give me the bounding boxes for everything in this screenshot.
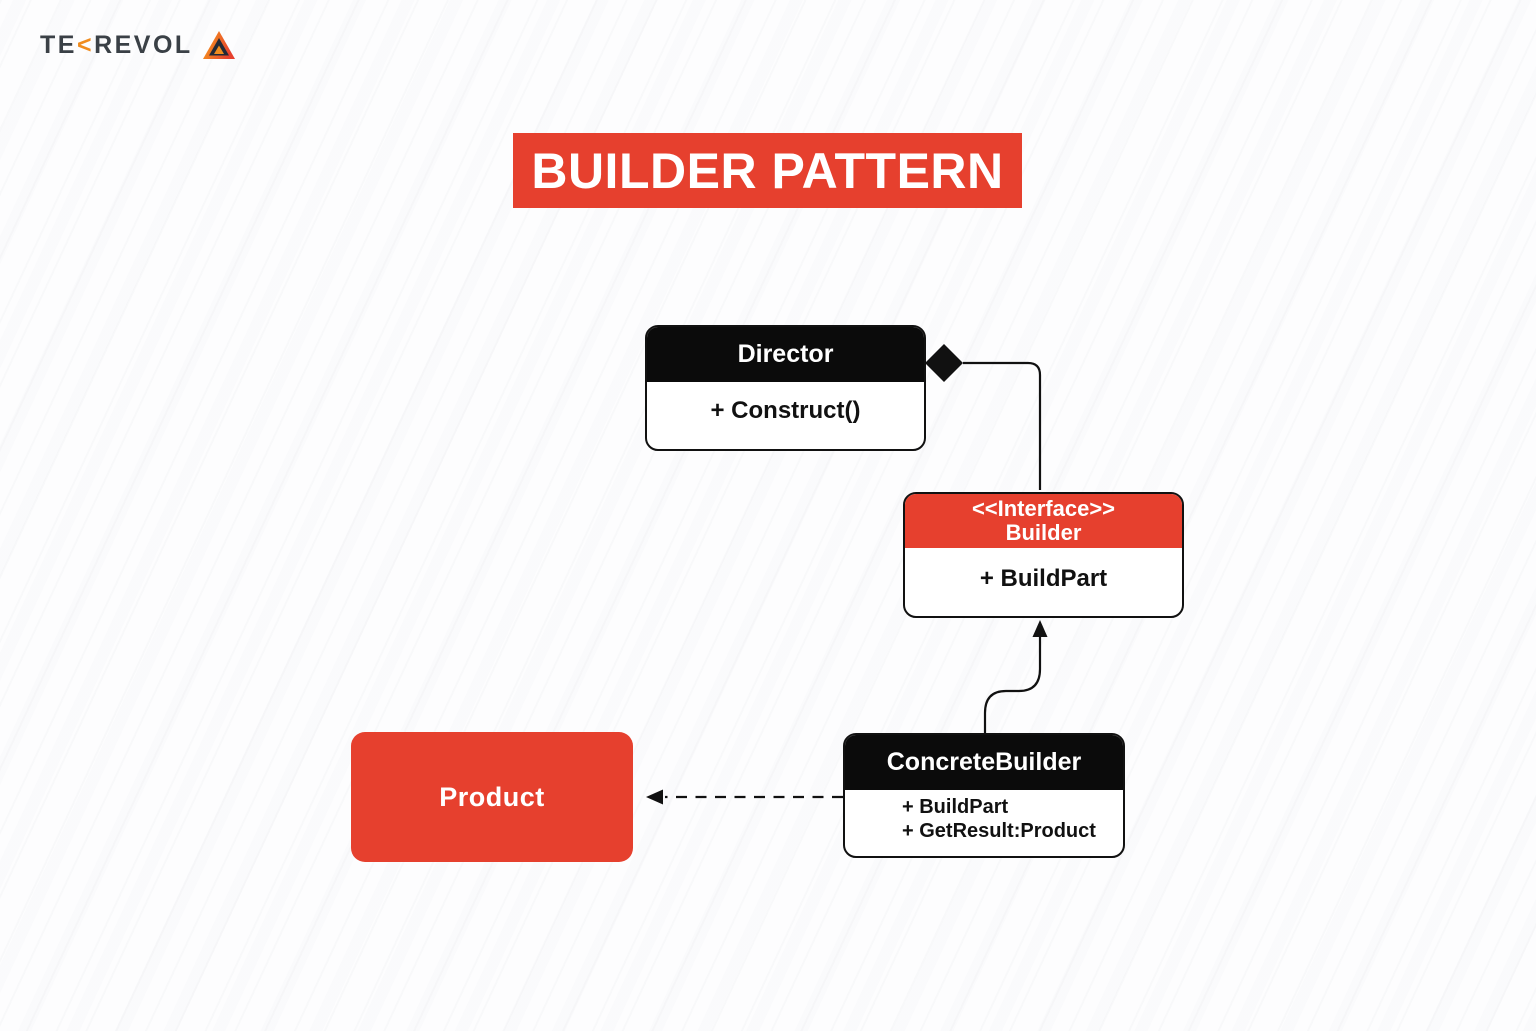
title-banner: BUILDER PATTERN: [513, 133, 1022, 208]
class-node-director: Director + Construct(): [645, 325, 926, 451]
tekrevol-logo: TE<REVOL: [40, 30, 236, 61]
class-node-concrete-builder: ConcreteBuilder + BuildPart + GetResult:…: [843, 733, 1125, 858]
builder-header: <<Interface>> Builder: [905, 494, 1182, 548]
product-label: Product: [439, 781, 545, 812]
director-header: Director: [647, 327, 924, 382]
concrete-builder-title: ConcreteBuilder: [886, 748, 1082, 776]
logo-text-te: TE: [40, 31, 77, 59]
aggregation-connector: [963, 361, 1042, 490]
builder-name: Builder: [1005, 520, 1082, 545]
director-body: + Construct(): [647, 382, 924, 449]
logo-text-revol: REVOL: [94, 31, 193, 59]
page-title: BUILDER PATTERN: [531, 142, 1004, 199]
aggregation-diamond-icon: [925, 344, 963, 382]
concrete-builder-header: ConcreteBuilder: [845, 735, 1123, 790]
concrete-builder-member-buildpart: + BuildPart: [902, 796, 1009, 819]
tekrevol-triangle-icon: [202, 31, 235, 59]
realization-arrowhead-icon: [1032, 620, 1048, 637]
product-node: Product: [351, 732, 633, 862]
concrete-builder-body: + BuildPart + GetResult:Product: [845, 790, 1123, 856]
builder-body: + BuildPart: [905, 548, 1182, 616]
class-node-builder: <<Interface>> Builder + BuildPart: [903, 492, 1184, 618]
director-title: Director: [737, 340, 834, 368]
director-member: + Construct(): [710, 396, 861, 424]
logo-wordmark: TE<REVOL: [40, 31, 193, 60]
logo-k-chevron: <: [76, 31, 95, 59]
concrete-builder-member-getresult: + GetResult:Product: [902, 820, 1096, 842]
builder-member: + BuildPart: [979, 565, 1108, 592]
dependency-arrowhead-icon: [646, 789, 663, 805]
realization-connector: [983, 634, 1042, 733]
builder-stereotype: <<Interface>>: [971, 496, 1116, 522]
